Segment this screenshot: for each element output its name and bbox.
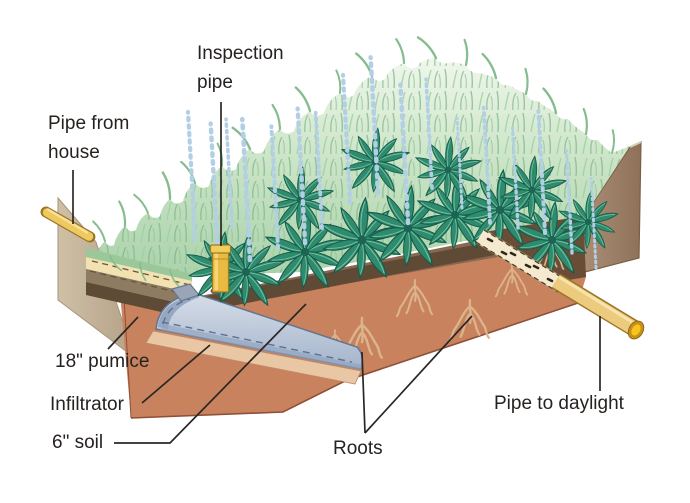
leader-soil <box>114 303 307 444</box>
label-pipe-to-daylight: Pipe to daylight <box>494 393 624 414</box>
pipe-from-house-graphic <box>40 206 192 288</box>
pipe-to-daylight-graphic <box>475 228 645 340</box>
label-pumice: 18" pumice <box>55 351 150 372</box>
infiltrator-dome <box>155 283 364 370</box>
inspection-pipe-graphic <box>209 244 232 293</box>
grass-fringe <box>86 248 192 281</box>
label-pipe-from-house: Pipe from house <box>48 113 130 163</box>
leader-infiltrator <box>141 344 211 404</box>
leader-lines <box>72 102 601 444</box>
label-soil: 6" soil <box>52 432 104 453</box>
gray-soil-band <box>86 269 192 306</box>
leader-roots <box>361 315 473 434</box>
label-infiltrator: Infiltrator <box>50 394 124 415</box>
label-roots: Roots <box>333 438 383 459</box>
leader-pumice <box>107 316 139 350</box>
label-inspection-pipe: Inspection pipe <box>197 43 284 93</box>
